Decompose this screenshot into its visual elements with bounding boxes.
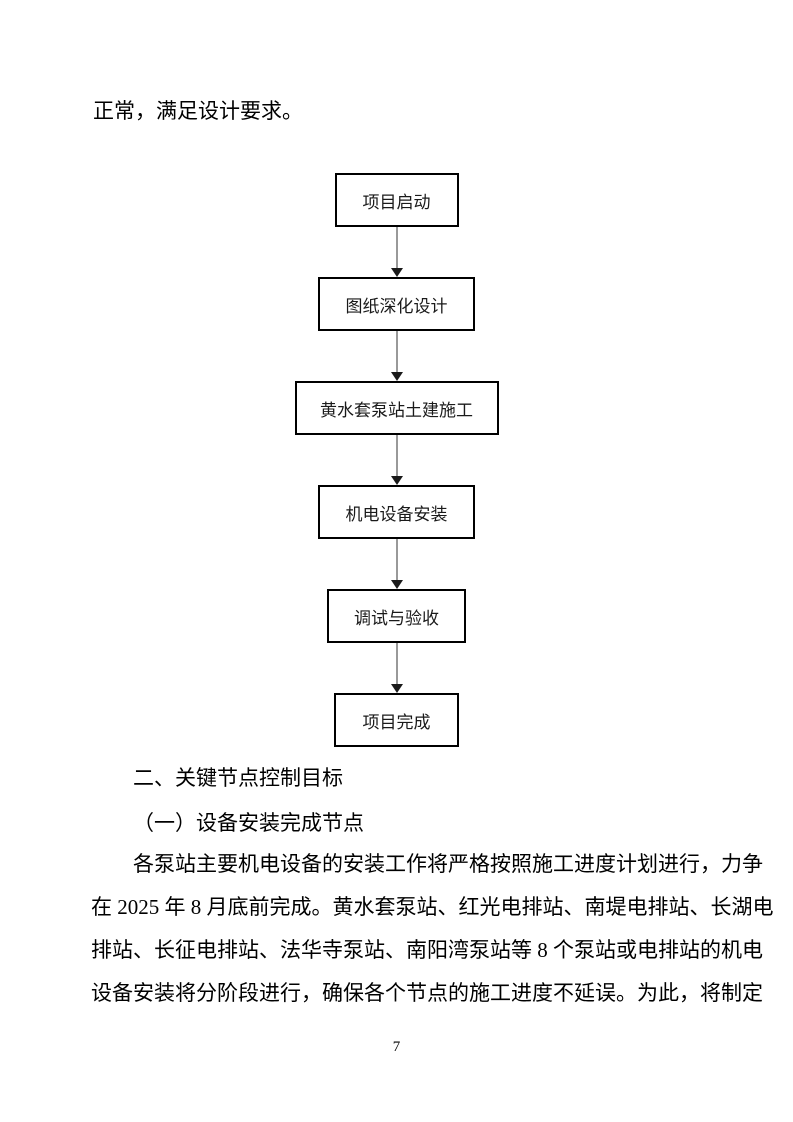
body-text-line: 正常，满足设计要求。 bbox=[93, 99, 303, 123]
arrow-head bbox=[390, 684, 403, 693]
arrow-line bbox=[395, 227, 398, 268]
arrow-down-icon bbox=[390, 331, 403, 381]
paragraph-line: 各泵站主要机电设备的安装工作将严格按照施工进度计划进行，力争 bbox=[133, 852, 763, 876]
arrow-down-icon bbox=[390, 227, 403, 277]
flowchart-step-project-complete: 项目完成 bbox=[334, 693, 459, 747]
arrow-down-icon bbox=[390, 435, 403, 485]
arrow-down-icon bbox=[390, 643, 403, 693]
arrow-down-icon bbox=[390, 539, 403, 589]
arrow-line bbox=[395, 643, 398, 684]
arrow-head bbox=[390, 372, 403, 381]
flowchart-step-design-deepening: 图纸深化设计 bbox=[318, 277, 475, 331]
page-number: 7 bbox=[392, 1039, 401, 1055]
body-paragraph: 各泵站主要机电设备的安装工作将严格按照施工进度计划进行，力争 在 2025 年 … bbox=[91, 843, 774, 1015]
flowchart-step-commissioning: 调试与验收 bbox=[327, 589, 466, 643]
flowchart: 项目启动 图纸深化设计 黄水套泵站土建施工 机电设备安装 调试与验收 项目完成 bbox=[0, 173, 793, 747]
subsection-heading: （一）设备安装完成节点 bbox=[133, 811, 364, 835]
paragraph-line: 排站、长征电排站、法华寺泵站、南阳湾泵站等 8 个泵站或电排站的机电 bbox=[91, 938, 763, 962]
arrow-line bbox=[395, 435, 398, 476]
section-heading: 二、关键节点控制目标 bbox=[133, 766, 343, 790]
flowchart-step-project-start: 项目启动 bbox=[334, 173, 459, 227]
arrow-head bbox=[390, 268, 403, 277]
flowchart-step-equipment-install: 机电设备安装 bbox=[318, 485, 475, 539]
flowchart-step-civil-construction: 黄水套泵站土建施工 bbox=[294, 381, 499, 435]
paragraph-line: 设备安装将分阶段进行，确保各个节点的施工进度不延误。为此，将制定 bbox=[91, 981, 763, 1005]
arrow-line bbox=[395, 331, 398, 372]
arrow-head bbox=[390, 476, 403, 485]
arrow-line bbox=[395, 539, 398, 580]
arrow-head bbox=[390, 580, 403, 589]
paragraph-line: 在 2025 年 8 月底前完成。黄水套泵站、红光电排站、南堤电排站、长湖电 bbox=[91, 895, 774, 919]
